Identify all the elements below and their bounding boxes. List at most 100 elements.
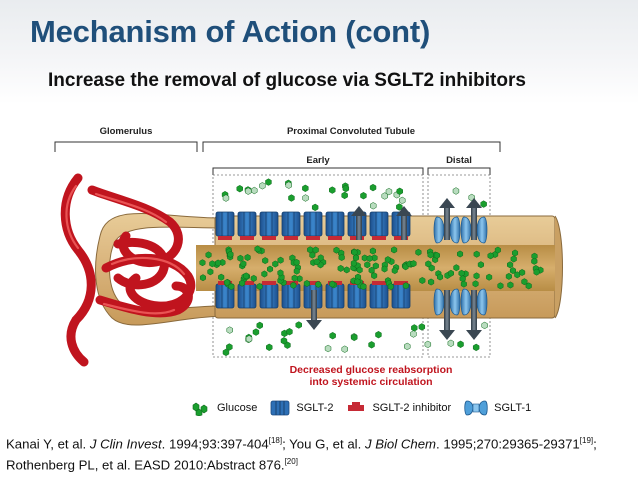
glucose-molecule [333,246,340,254]
legend-glucose: Glucose [190,400,257,416]
glucose-molecule [352,254,359,262]
ref2-sup: [19] [579,436,594,445]
glucose-molecule [199,274,206,282]
glucose-molecule [251,186,258,195]
glucose-molecule [460,280,467,288]
glucose-molecule [497,282,504,290]
glomerulus-bracket [54,141,198,152]
legend-sglt2: SGLT-2 [269,399,333,417]
glucose-molecule [477,261,484,269]
glucose-molecule [396,203,403,211]
sglt2-inhibitor [328,236,342,240]
glucose-molecule [252,328,260,336]
legend-sglt2-label: SGLT-2 [296,402,334,414]
up-arrow-icon [396,206,412,240]
systemic-circulation-caption: into systemic circulation [309,376,432,388]
references: Kanai Y, et al. J Clin Invest. 1994;93:3… [6,432,626,475]
sglt2-inhibitor [262,281,276,285]
sglt2-transporter [369,281,389,309]
glucose-molecule [280,337,288,345]
glucose-molecule [519,269,526,276]
glucose-molecule [366,255,373,262]
glucose-molecule [509,267,516,275]
sglt2-transporter [259,281,279,309]
header-band [0,0,638,104]
glucose-molecule [372,262,379,270]
glucose-molecule [329,186,336,194]
glucose-molecule [215,259,222,267]
glucose-molecule [272,260,279,268]
proximal-tubule-bracket [202,141,501,152]
sglt2-transporter [237,211,257,240]
glucose-molecule [494,246,501,254]
glucose-molecule [338,254,345,261]
glucose-molecule [458,269,465,277]
glucose-molecule [312,246,319,254]
ref2-authors: ; You G, et al. [282,436,365,452]
glucose-molecule [375,331,382,339]
glucose-molecule [457,340,464,348]
glucose-molecule [222,348,230,357]
glucose-molecule [291,274,298,282]
glucose-molecule [396,187,403,195]
glucose-molecule [427,251,434,259]
glucose-molecule [350,259,357,267]
glucose-molecule [207,268,214,276]
sglt2-inhibitor [240,281,254,285]
glucose-molecule [277,269,284,277]
ref1-journal: J Clin Invest [89,436,162,452]
transport-arrows [306,198,482,340]
sglt2-icon [270,400,290,416]
glucose-molecule [262,257,269,265]
sglt2-inhibitor [306,281,320,285]
glucose-molecule [324,344,332,353]
glucose-molecule [286,328,293,336]
sglt2-inhibitor [262,236,276,240]
early-bracket [212,167,424,175]
glucose-molecule [245,187,252,195]
sglt2-inhibitor [306,236,320,240]
ref1-authors: Kanai Y, et al. [6,436,90,452]
glucose-molecule [356,266,363,274]
glucose-molecule [261,270,268,278]
glucose-molecule [424,340,432,349]
sglt2-inhibitor [284,281,298,285]
glucose-molecule [447,269,454,277]
glucose-molecule [285,181,292,189]
glucose-molecule [404,342,411,351]
glucose-molecule [453,264,460,272]
glucose-molecule [371,272,378,280]
glucose-molecule [341,345,348,353]
up-arrow-icon [439,198,455,240]
glucose-molecule [402,282,409,290]
glucose-molecule [480,200,487,208]
glomerulus-highlights [65,184,186,315]
sglt2-transporter [237,281,257,309]
ref3-text: ; Rothenberg PL, et al. EASD 2010:Abstra… [6,436,597,473]
legend-sglt1-label: SGLT-1 [494,402,532,414]
up-arrow-icon [351,206,367,240]
glucose-molecule [265,178,272,186]
down-arrow-icon [439,290,455,340]
glucose-molecule [244,254,251,261]
glucose-molecule [472,280,479,288]
glucose-molecule [329,280,336,288]
sglt2-transporter [325,211,345,240]
early-label: Early [306,155,330,166]
glucose-molecule [384,256,391,264]
distal-label: Distal [446,155,472,166]
glucose-molecule [418,323,426,331]
glucose-molecule [447,339,455,347]
glucose-molecule [239,279,246,287]
glucose-molecule [472,343,480,352]
glucose-molecule [351,248,358,256]
glucose-molecule [457,250,464,258]
glucose-molecule [290,281,297,289]
glucose-molecule [205,251,212,259]
glucose-icon [192,402,208,416]
glucose-molecule [410,260,417,268]
glucose-molecule [226,343,233,351]
glomerulus-label: Glomerulus [100,126,153,137]
down-arrow-icon [466,290,482,340]
glucose-molecules [199,178,544,357]
